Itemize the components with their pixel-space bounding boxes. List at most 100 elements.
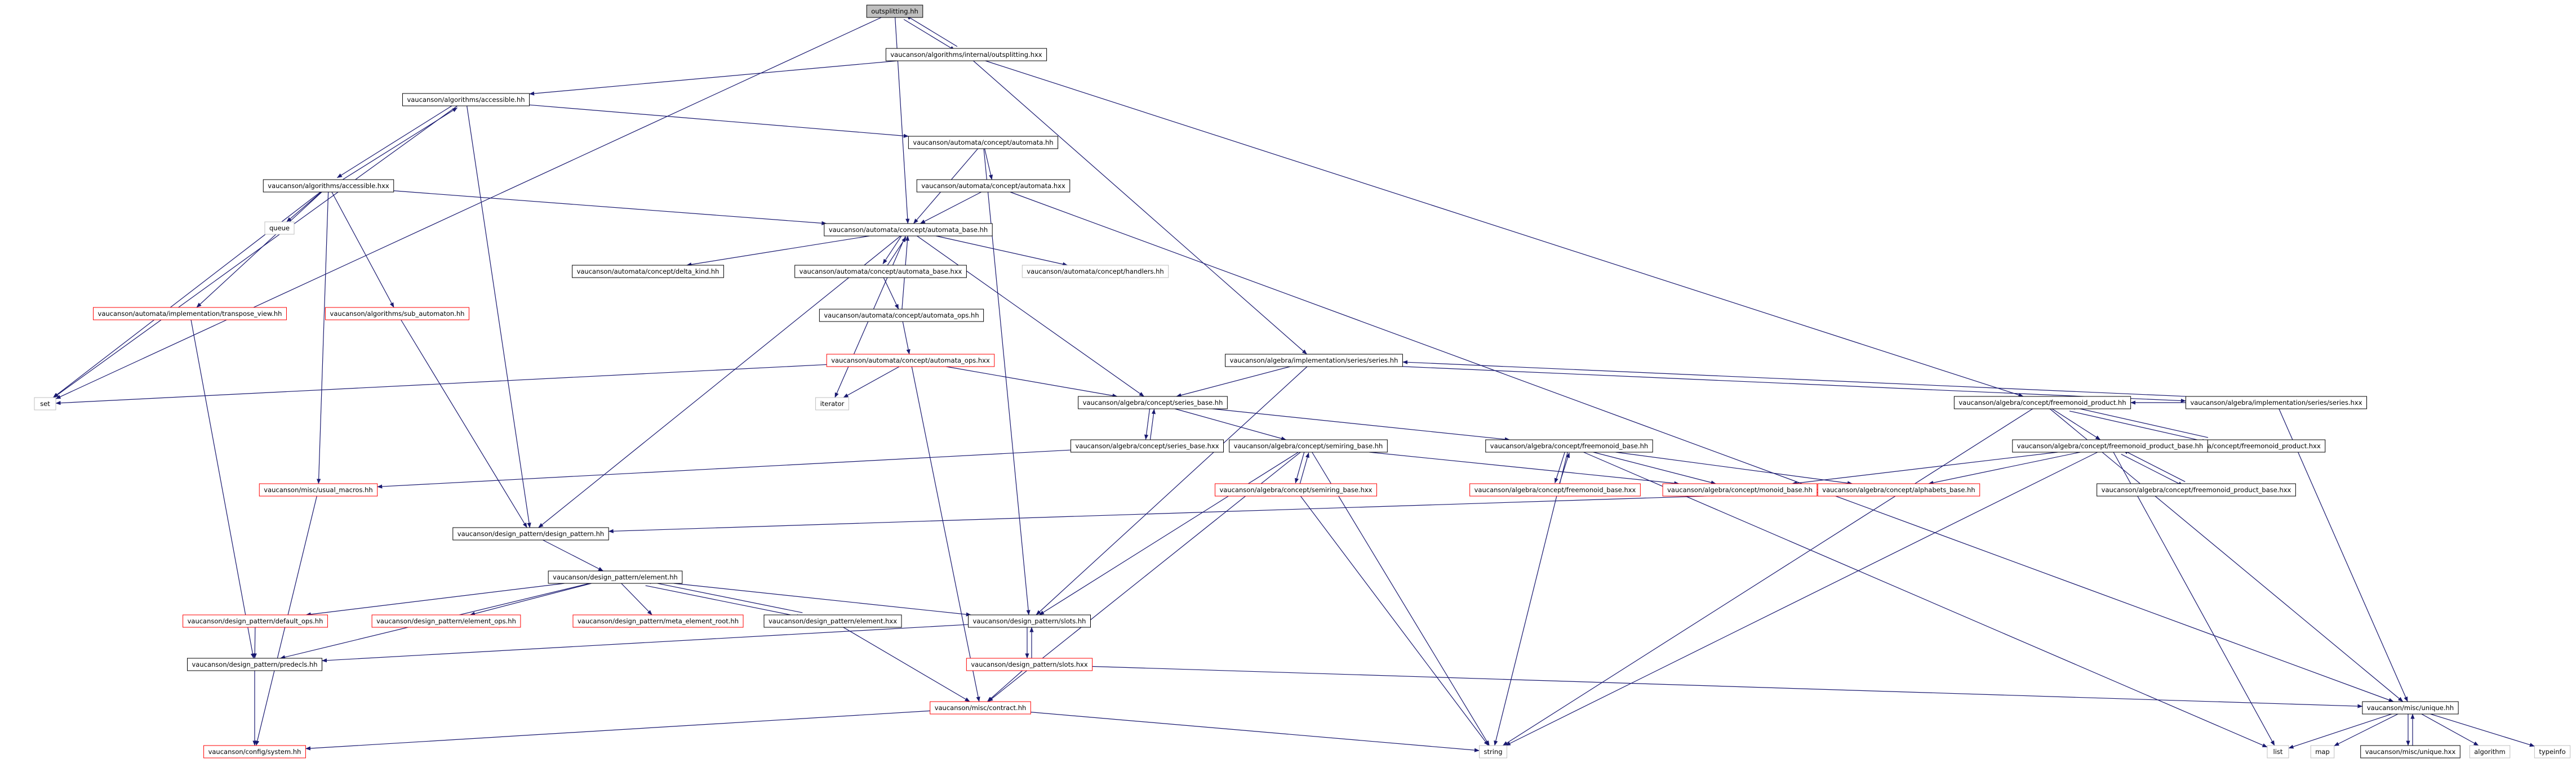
node-fmp_base_hh[interactable]: vaucanson/algebra/concept/freemonoid_pro… [2012, 439, 2208, 453]
node-usual_macros[interactable]: vaucanson/misc/usual_macros.hh [259, 483, 378, 497]
node-box-freemonoid_base_hxx [1469, 483, 1641, 497]
node-unique_hh[interactable]: vaucanson/misc/unique.hh [2362, 701, 2459, 715]
node-label-root: outsplitting.hh [871, 7, 918, 15]
node-box-handlers [1021, 265, 1169, 278]
edge-out_hxx-to-root [905, 15, 958, 47]
node-label-series_impl_hh: vaucanson/algebra/implementation/series/… [1230, 356, 1398, 364]
edge-automata_hh-to-automata_hxx [984, 148, 993, 180]
node-acc_hh[interactable]: vaucanson/algorithms/accessible.hh [402, 93, 530, 106]
node-automata_base_hh[interactable]: vaucanson/automata/concept/automata_base… [824, 223, 993, 237]
node-unique_hxx[interactable]: vaucanson/misc/unique.hxx [2360, 745, 2460, 758]
edge-automata_ops_hh-to-automata_ops_hxx [902, 321, 911, 355]
edge-acc_hxx-to-sub_aut [331, 191, 394, 308]
node-freemonoid_base_hh[interactable]: vaucanson/algebra/concept/freemonoid_bas… [1485, 439, 1653, 453]
node-semiring_base_hh[interactable]: vaucanson/algebra/concept/semiring_base.… [1229, 439, 1388, 453]
edge-element_hxx-to-contract [843, 627, 970, 702]
node-design_pattern[interactable]: vaucanson/design_pattern/design_pattern.… [452, 527, 609, 541]
node-box-set [34, 397, 56, 410]
node-series_base_hh[interactable]: vaucanson/algebra/concept/series_base.hh [1078, 396, 1228, 409]
node-typeinfo: typeinfo [2534, 745, 2571, 758]
edge-slots_hxx-to-unique_hh [1092, 666, 2363, 708]
node-label-set: set [40, 400, 50, 408]
edge-acc_hh-to-acc_hxx [337, 104, 455, 179]
edge-freemonoid_base_hh-to-list [1583, 452, 2268, 748]
node-fmp_base_hxx[interactable]: vaucanson/algebra/concept/freemonoid_pro… [2097, 483, 2296, 497]
node-box-acc_hxx [263, 179, 394, 193]
node-transpose[interactable]: vaucanson/automata/implementation/transp… [93, 307, 287, 320]
node-box-default_ops [183, 614, 328, 628]
node-element_hh[interactable]: vaucanson/design_pattern/element.hh [548, 570, 683, 584]
node-box-delta_kind [572, 265, 724, 278]
node-series_base_hxx[interactable]: vaucanson/algebra/concept/series_base.hx… [1070, 439, 1224, 453]
edge-series_impl_hh-to-series_base_hh [1176, 366, 1291, 398]
node-label-element_ops: vaucanson/design_pattern/element_ops.hh [376, 617, 516, 625]
node-box-root [866, 5, 923, 18]
node-automata_base_hxx[interactable]: vaucanson/automata/concept/automata_base… [794, 265, 967, 278]
node-algorithm: algorithm [2469, 745, 2511, 758]
node-label-automata_hxx: vaucanson/automata/concept/automata.hxx [921, 182, 1065, 190]
edge-fmp_hh-to-fmp_hxx [2069, 410, 2208, 443]
node-box-automata_base_hh [824, 223, 993, 237]
node-automata_ops_hh[interactable]: vaucanson/automata/concept/automata_ops.… [819, 309, 984, 322]
node-slots_hh[interactable]: vaucanson/design_pattern/slots.hh [968, 614, 1091, 628]
edge-root-to-set [55, 17, 882, 399]
node-box-element_hxx [763, 614, 902, 628]
node-automata_ops_hxx[interactable]: vaucanson/automata/concept/automata_ops.… [826, 354, 995, 367]
edge-automata_base_hh-to-series_base_hh [917, 235, 1144, 397]
node-series_impl_hh[interactable]: vaucanson/algebra/implementation/series/… [1225, 354, 1403, 367]
node-semiring_base_hxx[interactable]: vaucanson/algebra/concept/semiring_base.… [1215, 483, 1377, 497]
node-out_hxx[interactable]: vaucanson/algorithms/internal/outsplitti… [885, 48, 1047, 61]
node-box-transpose [93, 307, 287, 320]
node-slots_hxx[interactable]: vaucanson/design_pattern/slots.hxx [966, 658, 1093, 671]
node-label-contract: vaucanson/misc/contract.hh [935, 704, 1027, 712]
node-meta_element[interactable]: vaucanson/design_pattern/meta_element_ro… [572, 614, 744, 628]
node-box-system [203, 745, 306, 758]
node-label-automata_hh: vaucanson/automata/concept/automata.hh [913, 139, 1053, 146]
node-default_ops[interactable]: vaucanson/design_pattern/default_ops.hh [183, 614, 328, 628]
node-box-automata_ops_hh [819, 309, 984, 322]
node-box-map [2310, 745, 2335, 758]
edge-semiring_base_hxx-to-string [1300, 496, 1489, 746]
node-box-slots_hxx [966, 658, 1093, 671]
edge-semiring_base_hh-to-semiring_base_hxx [1295, 451, 1305, 484]
node-box-acc_hh [402, 93, 530, 106]
node-sub_aut[interactable]: vaucanson/algorithms/sub_automaton.hh [325, 307, 469, 320]
node-monoid_base[interactable]: vaucanson/algebra/concept/monoid_base.hh [1662, 483, 1818, 497]
node-label-series_impl_hxx: vaucanson/algebra/implementation/series/… [2190, 399, 2362, 407]
edge-unique_hh-to-map [2334, 713, 2399, 747]
node-label-map: map [2315, 748, 2330, 756]
node-string: string [1478, 745, 1508, 758]
edge-automata_base_hxx-to-automata_ops_hh [883, 277, 899, 310]
node-label-algorithm: algorithm [2474, 748, 2506, 756]
edge-fmp_base_hxx-to-fmp_base_hh [2122, 449, 2186, 482]
edge-out_hxx-to-fmp_hh [985, 60, 2024, 397]
edge-series_impl_hxx-to-unique_hh [2279, 408, 2408, 702]
node-label-design_pattern: vaucanson/design_pattern/design_pattern.… [458, 530, 604, 538]
node-box-typeinfo [2534, 745, 2571, 758]
node-system[interactable]: vaucanson/config/system.hh [203, 745, 306, 758]
node-predecls[interactable]: vaucanson/design_pattern/predecls.hh [187, 658, 322, 671]
edge-semiring_base_hxx-to-semiring_base_hh [1299, 452, 1309, 485]
node-element_ops[interactable]: vaucanson/design_pattern/element_ops.hh [371, 614, 521, 628]
node-root[interactable]: outsplitting.hh [866, 5, 923, 18]
node-delta_kind[interactable]: vaucanson/automata/concept/delta_kind.hh [572, 265, 724, 278]
node-automata_hh[interactable]: vaucanson/automata/concept/automata.hh [908, 136, 1059, 149]
node-box-fmp_base_hh [2012, 439, 2208, 453]
node-series_impl_hxx[interactable]: vaucanson/algebra/implementation/series/… [2185, 396, 2368, 409]
node-contract[interactable]: vaucanson/misc/contract.hh [930, 701, 1031, 715]
node-alphabets_base[interactable]: vaucanson/algebra/concept/alphabets_base… [1817, 483, 1980, 497]
node-freemonoid_base_hxx[interactable]: vaucanson/algebra/concept/freemonoid_bas… [1469, 483, 1641, 497]
node-label-default_ops: vaucanson/design_pattern/default_ops.hh [188, 617, 323, 625]
edge-freemonoid_base_hh-to-freemonoid_base_hxx [1554, 451, 1566, 484]
edge-element_hh-to-default_ops [305, 583, 565, 617]
node-label-series_base_hxx: vaucanson/algebra/concept/series_base.hx… [1075, 442, 1219, 450]
node-element_hxx[interactable]: vaucanson/design_pattern/element.hxx [763, 614, 902, 628]
node-automata_hxx[interactable]: vaucanson/automata/concept/automata.hxx [916, 179, 1071, 193]
node-fmp_hh[interactable]: vaucanson/algebra/concept/freemonoid_pro… [1953, 396, 2131, 409]
node-label-sub_aut: vaucanson/algorithms/sub_automaton.hh [330, 310, 465, 318]
node-label-fmp_base_hxx: vaucanson/algebra/concept/freemonoid_pro… [2102, 486, 2291, 494]
node-box-unique_hh [2362, 701, 2459, 715]
node-label-iterator: iterator [820, 400, 845, 408]
node-acc_hxx[interactable]: vaucanson/algorithms/accessible.hxx [263, 179, 394, 193]
